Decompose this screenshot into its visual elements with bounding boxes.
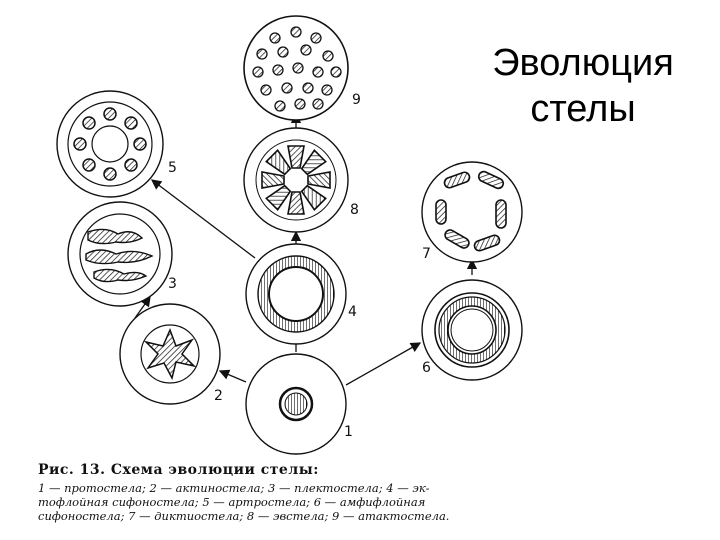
caption-line-3: сифоностела; 7 — диктиостела; 8 — эвстел… <box>38 509 450 523</box>
label-3: 3 <box>168 276 177 292</box>
caption-line-2: тофлойная сифоностела; 5 — артростела; 6… <box>38 495 426 509</box>
stele-3-plectostele <box>67 201 173 307</box>
figure-caption: Рис. 13. Схема эволюции стелы: 1 — прото… <box>38 462 528 523</box>
label-2: 2 <box>214 388 223 404</box>
title-line-1: Эволюция <box>492 42 674 84</box>
stele-2-actinostele <box>119 303 221 405</box>
slide-title: Эволюция стелы <box>468 40 698 132</box>
stele-5-arthrostele <box>56 90 164 198</box>
stele-1-protostele <box>245 353 347 455</box>
label-7: 7 <box>422 246 431 262</box>
arrow-2-to-3 <box>134 295 151 319</box>
label-8: 8 <box>350 202 359 218</box>
arrow-4-to-5 <box>150 179 256 259</box>
label-5: 5 <box>168 160 177 176</box>
arrow-1-to-2 <box>218 369 247 383</box>
caption-line-1: 1 — протостела; 2 — актиностела; 3 — пле… <box>38 481 430 495</box>
stele-6-amphiphloic-siphonostele <box>421 279 523 381</box>
label-4: 4 <box>348 304 357 320</box>
stele-7-dictyostele <box>421 161 523 263</box>
stele-9-atactostele <box>243 15 349 121</box>
label-9: 9 <box>352 92 361 108</box>
caption-title: Рис. 13. Схема эволюции стелы: <box>38 462 319 478</box>
title-line-2: стелы <box>530 88 636 130</box>
caption-text: 1 — протостела; 2 — актиностела; 3 — пле… <box>38 481 528 523</box>
label-1: 1 <box>344 424 353 440</box>
arrow-1-to-6 <box>345 342 422 386</box>
stele-8-eustele <box>243 127 349 233</box>
label-6: 6 <box>422 360 431 376</box>
stele-evolution-diagram: 1 2 3 4 5 6 7 8 9 <box>56 15 523 455</box>
stele-4-ectophloic-siphonostele <box>245 243 347 345</box>
